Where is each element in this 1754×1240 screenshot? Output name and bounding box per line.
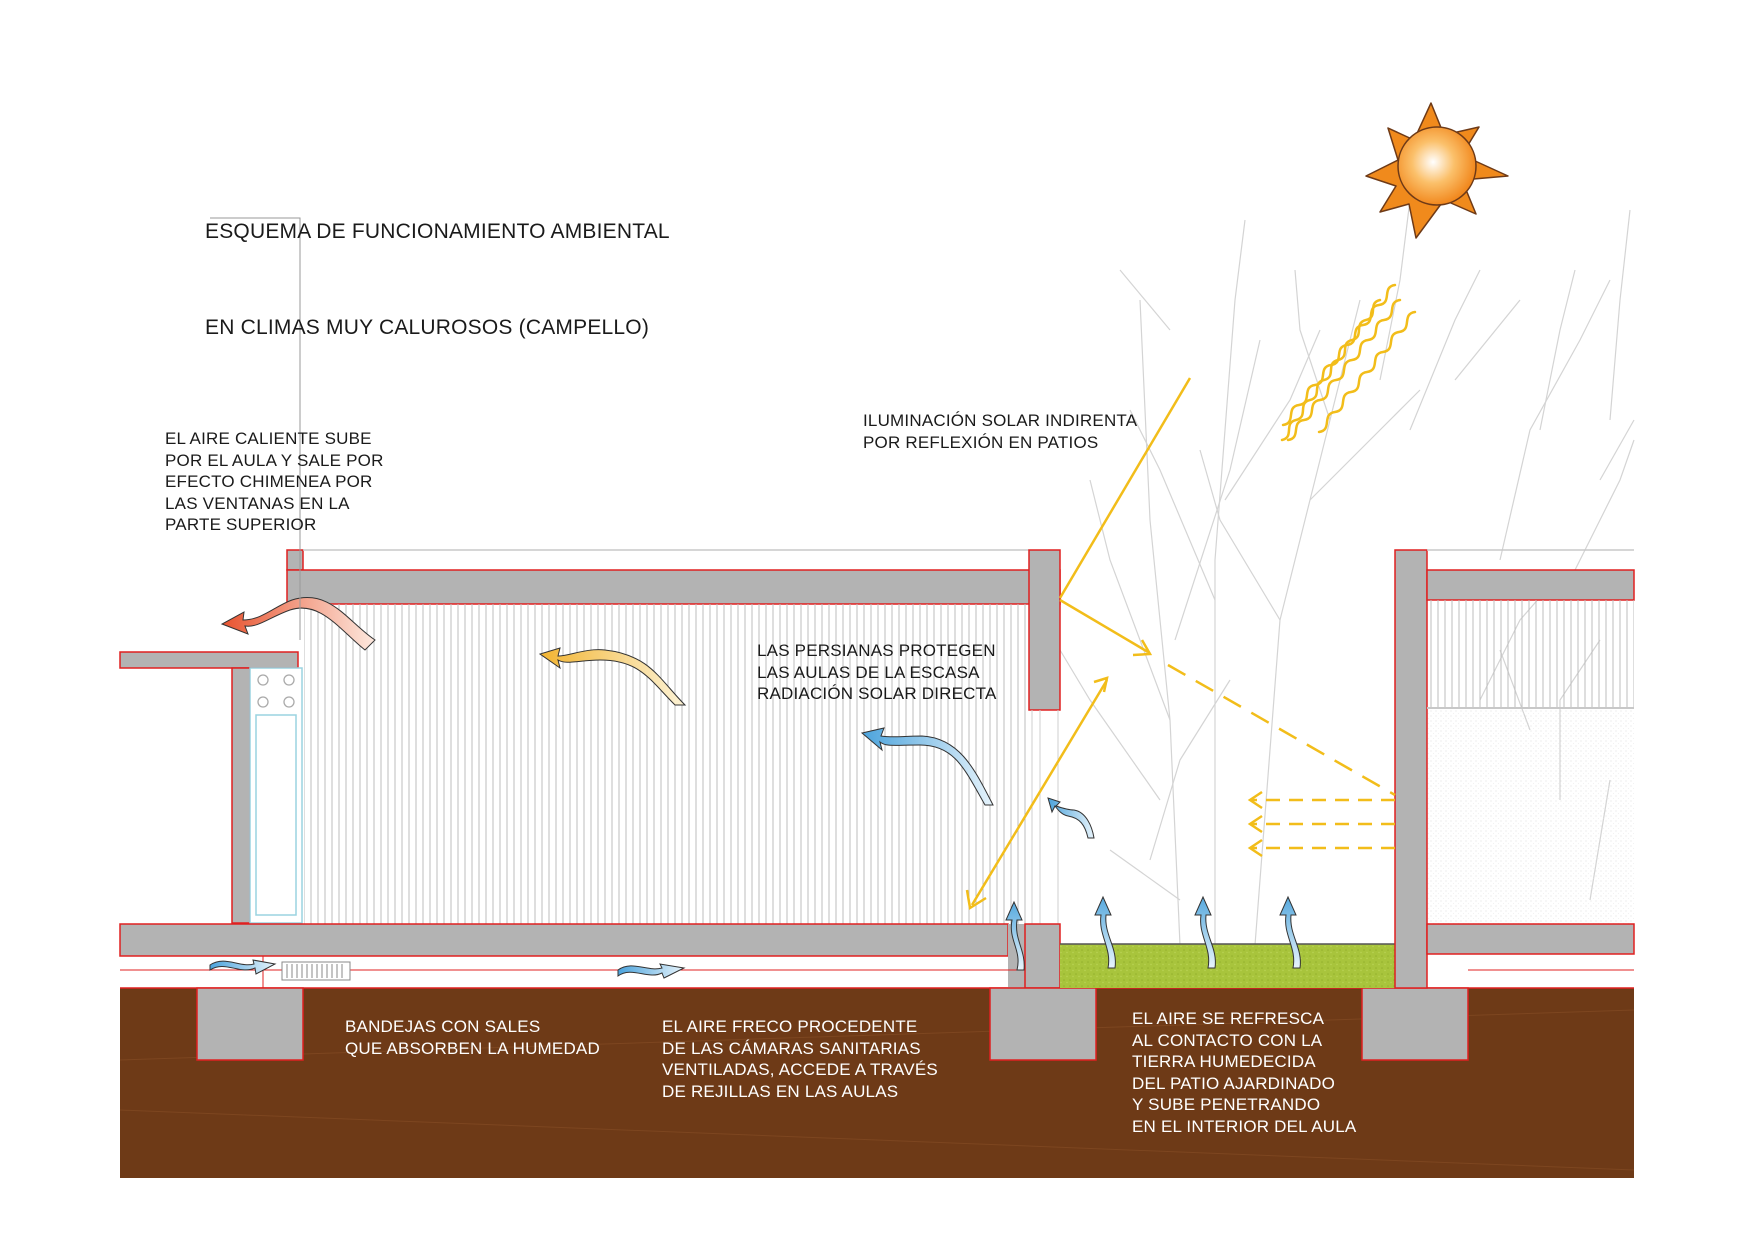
rising-air-arrow-patio-2 xyxy=(1194,895,1216,969)
rising-air-arrow-patio-3 xyxy=(1279,895,1301,969)
heat-waves xyxy=(1280,283,1417,442)
patio-grass xyxy=(1060,944,1395,988)
floor-slab-left xyxy=(119,923,1009,957)
right-floor-slab xyxy=(1426,923,1635,955)
left-wall xyxy=(231,667,251,924)
crawlspace-air-arrow-1 xyxy=(209,959,277,975)
right-blinds xyxy=(1427,600,1634,708)
right-interior xyxy=(1427,710,1634,924)
cool-air-arrow-facade xyxy=(1047,797,1095,839)
label-solar-illumination: ILUMINACIÓN SOLAR INDIRENTA POR REFLEXIÓ… xyxy=(863,411,1138,452)
warm-air-arrow xyxy=(538,647,687,706)
footing-2 xyxy=(989,987,1097,1061)
rising-air-arrow-patio-1 xyxy=(1094,895,1116,969)
solar-ray-arrowheads xyxy=(965,639,1153,911)
footing-3 xyxy=(1361,987,1469,1061)
hot-air-arrow xyxy=(220,597,376,651)
floor-slab-step xyxy=(1008,924,1025,988)
central-column xyxy=(1024,923,1061,989)
label-hot-air: EL AIRE CALIENTE SUBE POR EL AULA Y SALE… xyxy=(165,429,384,534)
vent-holes xyxy=(257,674,295,708)
reflected-light-arrows xyxy=(1247,790,1395,858)
cool-air-arrow-inside xyxy=(860,727,994,806)
diagram-title: ESQUEMA DE FUNCIONAMIENTO AMBIENTAL EN C… xyxy=(205,152,670,376)
main-roof-slab xyxy=(286,569,1061,605)
label-blinds: LAS PERSIANAS PROTEGEN LAS AULAS DE LA E… xyxy=(757,641,997,703)
window-pane xyxy=(255,714,297,916)
left-roof-slab xyxy=(119,651,299,669)
title-line-2: EN CLIMAS MUY CALUROSOS (CAMPELLO) xyxy=(205,316,650,339)
trees-sketch xyxy=(1059,199,1635,946)
classroom-blinds xyxy=(304,604,1029,924)
vent-grille xyxy=(281,961,351,981)
earth-strata-line xyxy=(119,1109,1635,1171)
roof-parapet-left xyxy=(286,549,304,571)
sun-icon xyxy=(1365,102,1509,239)
label-salt-trays: BANDEJAS CON SALES QUE ABSORBEN LA HUMED… xyxy=(345,1017,600,1058)
solar-rays xyxy=(970,377,1396,906)
rising-air-arrow-column xyxy=(1005,900,1025,971)
label-fresh-air: EL AIRE FRECO PROCEDENTE DE LAS CÁMARAS … xyxy=(662,1017,938,1101)
footing-1 xyxy=(196,987,304,1061)
title-leader-line xyxy=(210,217,301,640)
right-wall xyxy=(1394,549,1428,989)
crawlspace-air-arrow-2 xyxy=(617,963,686,979)
right-roof-slab xyxy=(1426,569,1635,601)
roof-parapet-right xyxy=(1028,549,1061,711)
title-line-1: ESQUEMA DE FUNCIONAMIENTO AMBIENTAL xyxy=(205,220,670,243)
label-cool-air: EL AIRE SE REFRESCA AL CONTACTO CON LA T… xyxy=(1132,1009,1357,1136)
